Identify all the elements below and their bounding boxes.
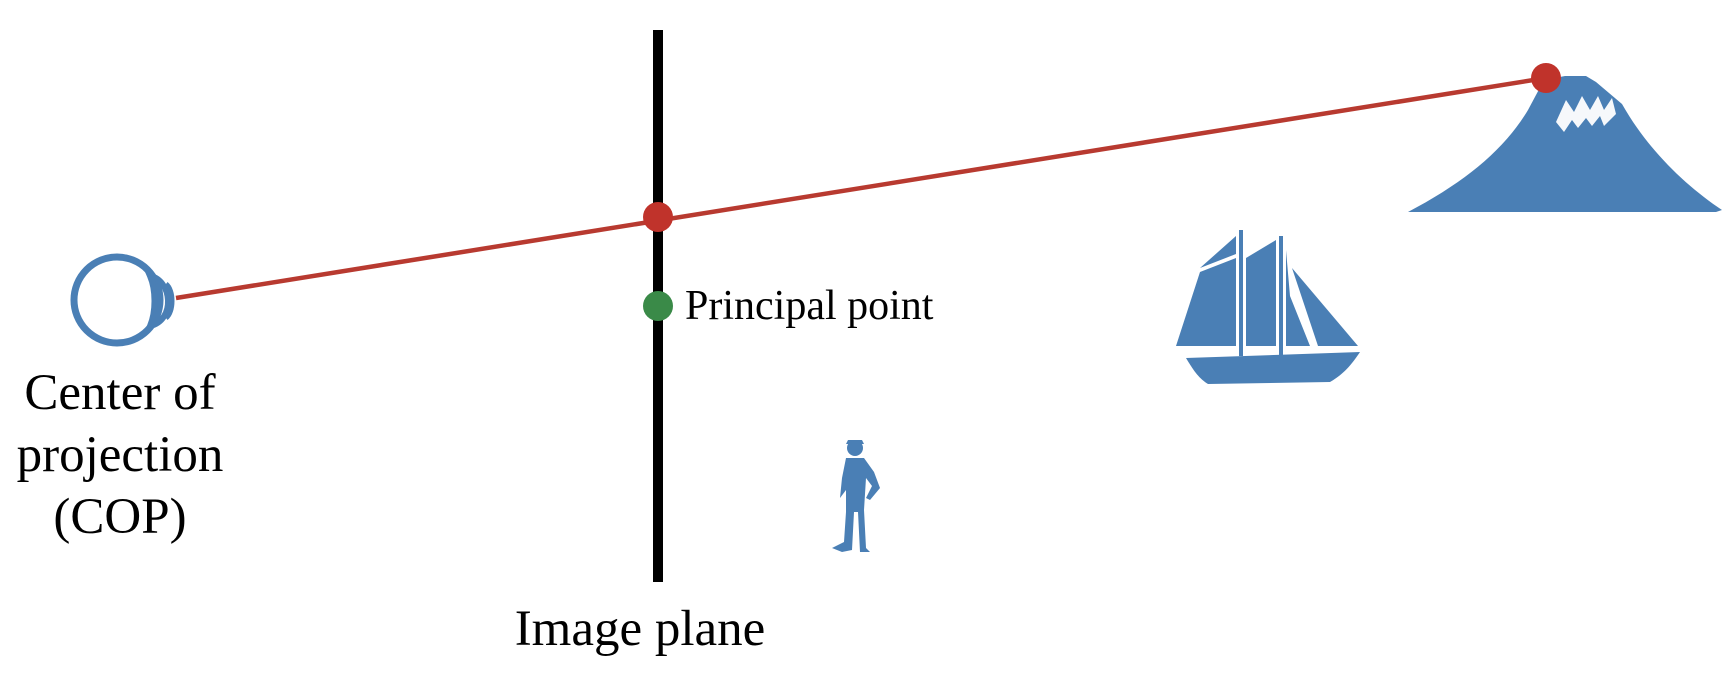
- cop-label-line-2: projection: [16, 427, 224, 483]
- person-icon: [832, 440, 880, 552]
- center-of-projection-label: Center of projection (COP): [0, 362, 240, 548]
- sailboat-icon: [1176, 230, 1360, 384]
- projection-ray: [175, 75, 1547, 301]
- projected-point: [643, 202, 673, 232]
- scene-point: [1531, 63, 1561, 93]
- cop-label-line-3: (COP): [53, 489, 187, 545]
- image-plane-label: Image plane: [514, 601, 766, 657]
- mountain-icon: [1408, 76, 1722, 212]
- cop-label-line-1: Center of: [24, 365, 216, 421]
- eye-icon: [70, 253, 175, 347]
- principal-point-marker: [643, 291, 673, 321]
- principal-point-label: Principal point: [685, 283, 934, 329]
